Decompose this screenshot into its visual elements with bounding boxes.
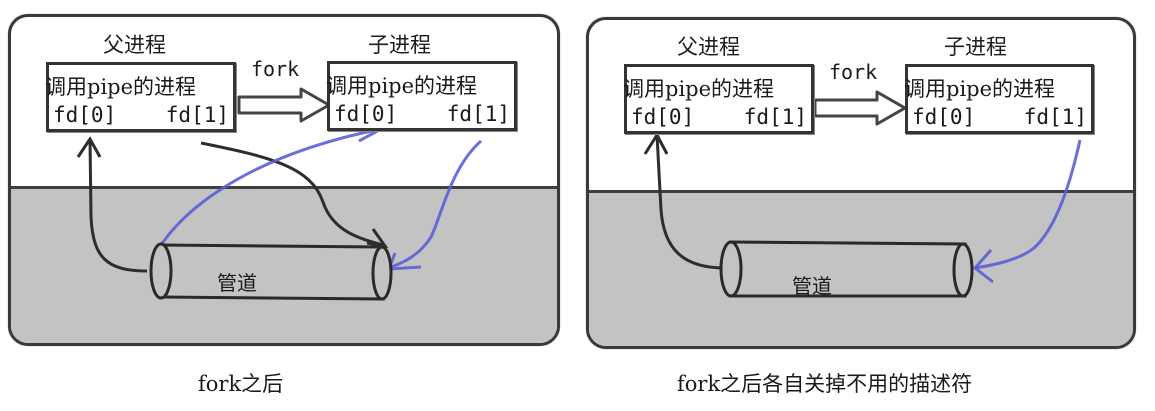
- pipe-icon: [719, 240, 974, 298]
- caption-after-fork: fork之后: [198, 372, 284, 396]
- fork-label: fork: [251, 57, 300, 81]
- black-arrow-parent-fd0: [88, 138, 148, 273]
- child-process-label: 子进程: [944, 35, 1007, 59]
- panel-after-fork: 父进程 子进程 fork 调用pipe的进程 fd[0] fd[1] 调用pip…: [8, 14, 560, 346]
- fd1-label: fd[1]: [165, 103, 229, 127]
- caption-after-close: fork之后各自关掉不用的描述符: [677, 372, 973, 396]
- child-process-box: 调用pipe的进程 fd[0] fd[1]: [326, 61, 517, 131]
- parent-process-label: 父进程: [103, 33, 166, 57]
- fork-label: fork: [829, 60, 878, 84]
- blue-arrow-child-fd1: [390, 139, 482, 269]
- fork-arrow-icon: [237, 87, 331, 123]
- child-process-box: 调用pipe的进程 fd[0] fd[1]: [904, 64, 1094, 134]
- parent-process-box: 调用pipe的进程 fd[0] fd[1]: [623, 64, 814, 134]
- pipe-icon: [149, 242, 393, 301]
- fd1-label: fd[1]: [446, 102, 510, 126]
- fd1-label: fd[1]: [743, 105, 807, 129]
- pipe-label: 管道: [792, 274, 832, 298]
- fd1-label: fd[1]: [1023, 105, 1087, 129]
- fd0-label: fd[0]: [334, 102, 398, 126]
- process-title: 调用pipe的进程: [45, 75, 197, 99]
- panel-after-close: 父进程 子进程 fork 调用pipe的进程 fd[0] fd[1] 调用pip…: [586, 17, 1136, 349]
- black-arrow-parent-fd1: [200, 141, 384, 247]
- process-title: 调用pipe的进程: [623, 77, 775, 101]
- pipe-label: 管道: [217, 271, 257, 295]
- blue-arrow-child-fd1: [974, 139, 1082, 270]
- arrows-layer: [643, 90, 1082, 298]
- blue-arrow-child-fd0: [149, 127, 382, 264]
- process-title: 调用pipe的进程: [326, 74, 478, 98]
- fd0-label: fd[0]: [631, 105, 695, 129]
- parent-process-label: 父进程: [677, 35, 740, 59]
- fd0-label: fd[0]: [53, 103, 117, 127]
- black-arrow-parent-fd0: [655, 134, 726, 270]
- parent-process-box: 调用pipe的进程 fd[0] fd[1]: [45, 62, 236, 132]
- process-title: 调用pipe的进程: [904, 77, 1056, 101]
- fd0-label: fd[0]: [912, 105, 976, 129]
- child-process-label: 子进程: [368, 33, 431, 57]
- fork-arrow-icon: [813, 90, 907, 126]
